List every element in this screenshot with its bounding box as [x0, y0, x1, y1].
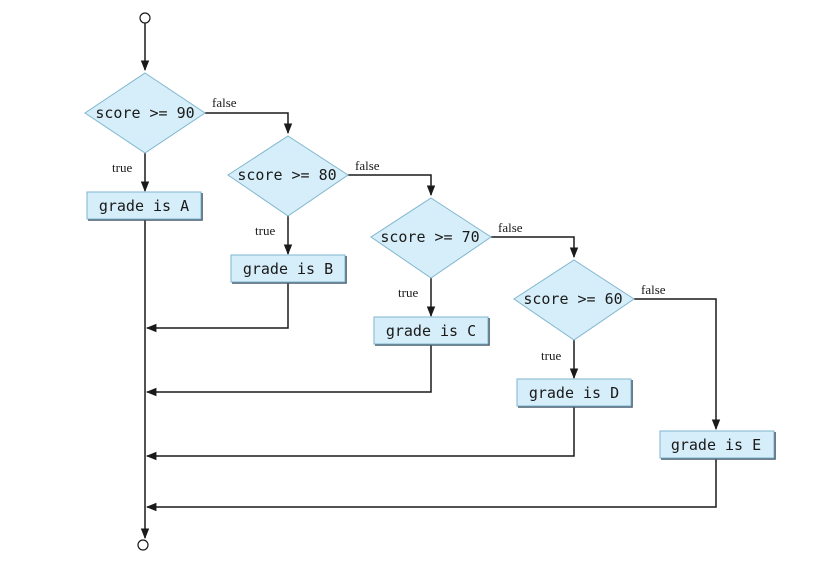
end-node — [137, 539, 149, 551]
edge-label-true: true — [112, 160, 132, 175]
decision-label: score >= 60 — [523, 290, 622, 308]
edge-label-true: true — [255, 223, 275, 238]
edge-label-false: false — [212, 95, 237, 110]
decision-label: score >= 80 — [237, 166, 336, 184]
start-node — [139, 12, 151, 24]
edge-label-false: false — [498, 220, 523, 235]
action-label: grade is A — [99, 197, 189, 215]
action-grade-e: grade is E — [659, 430, 776, 460]
decision-score-80: score >= 80 — [227, 135, 349, 217]
decision-score-70: score >= 70 — [370, 197, 492, 279]
decision-score-90: score >= 90 — [84, 72, 206, 154]
action-label: grade is C — [386, 322, 476, 340]
edge-label-true: true — [398, 285, 418, 300]
action-label: grade is D — [529, 384, 619, 402]
action-label: grade is B — [243, 260, 333, 278]
action-grade-a: grade is A — [86, 191, 203, 221]
edge-label-true: true — [541, 348, 561, 363]
action-grade-c: grade is C — [373, 316, 490, 346]
action-grade-d: grade is D — [516, 378, 633, 408]
decision-score-60: score >= 60 — [513, 259, 635, 341]
action-label: grade is E — [671, 436, 761, 454]
decision-label: score >= 90 — [95, 104, 194, 122]
action-grade-b: grade is B — [230, 254, 347, 284]
decision-label: score >= 70 — [380, 228, 479, 246]
edge-label-false: false — [355, 158, 380, 173]
edge-label-false: false — [641, 282, 666, 297]
flow-lines — [140, 23, 721, 540]
